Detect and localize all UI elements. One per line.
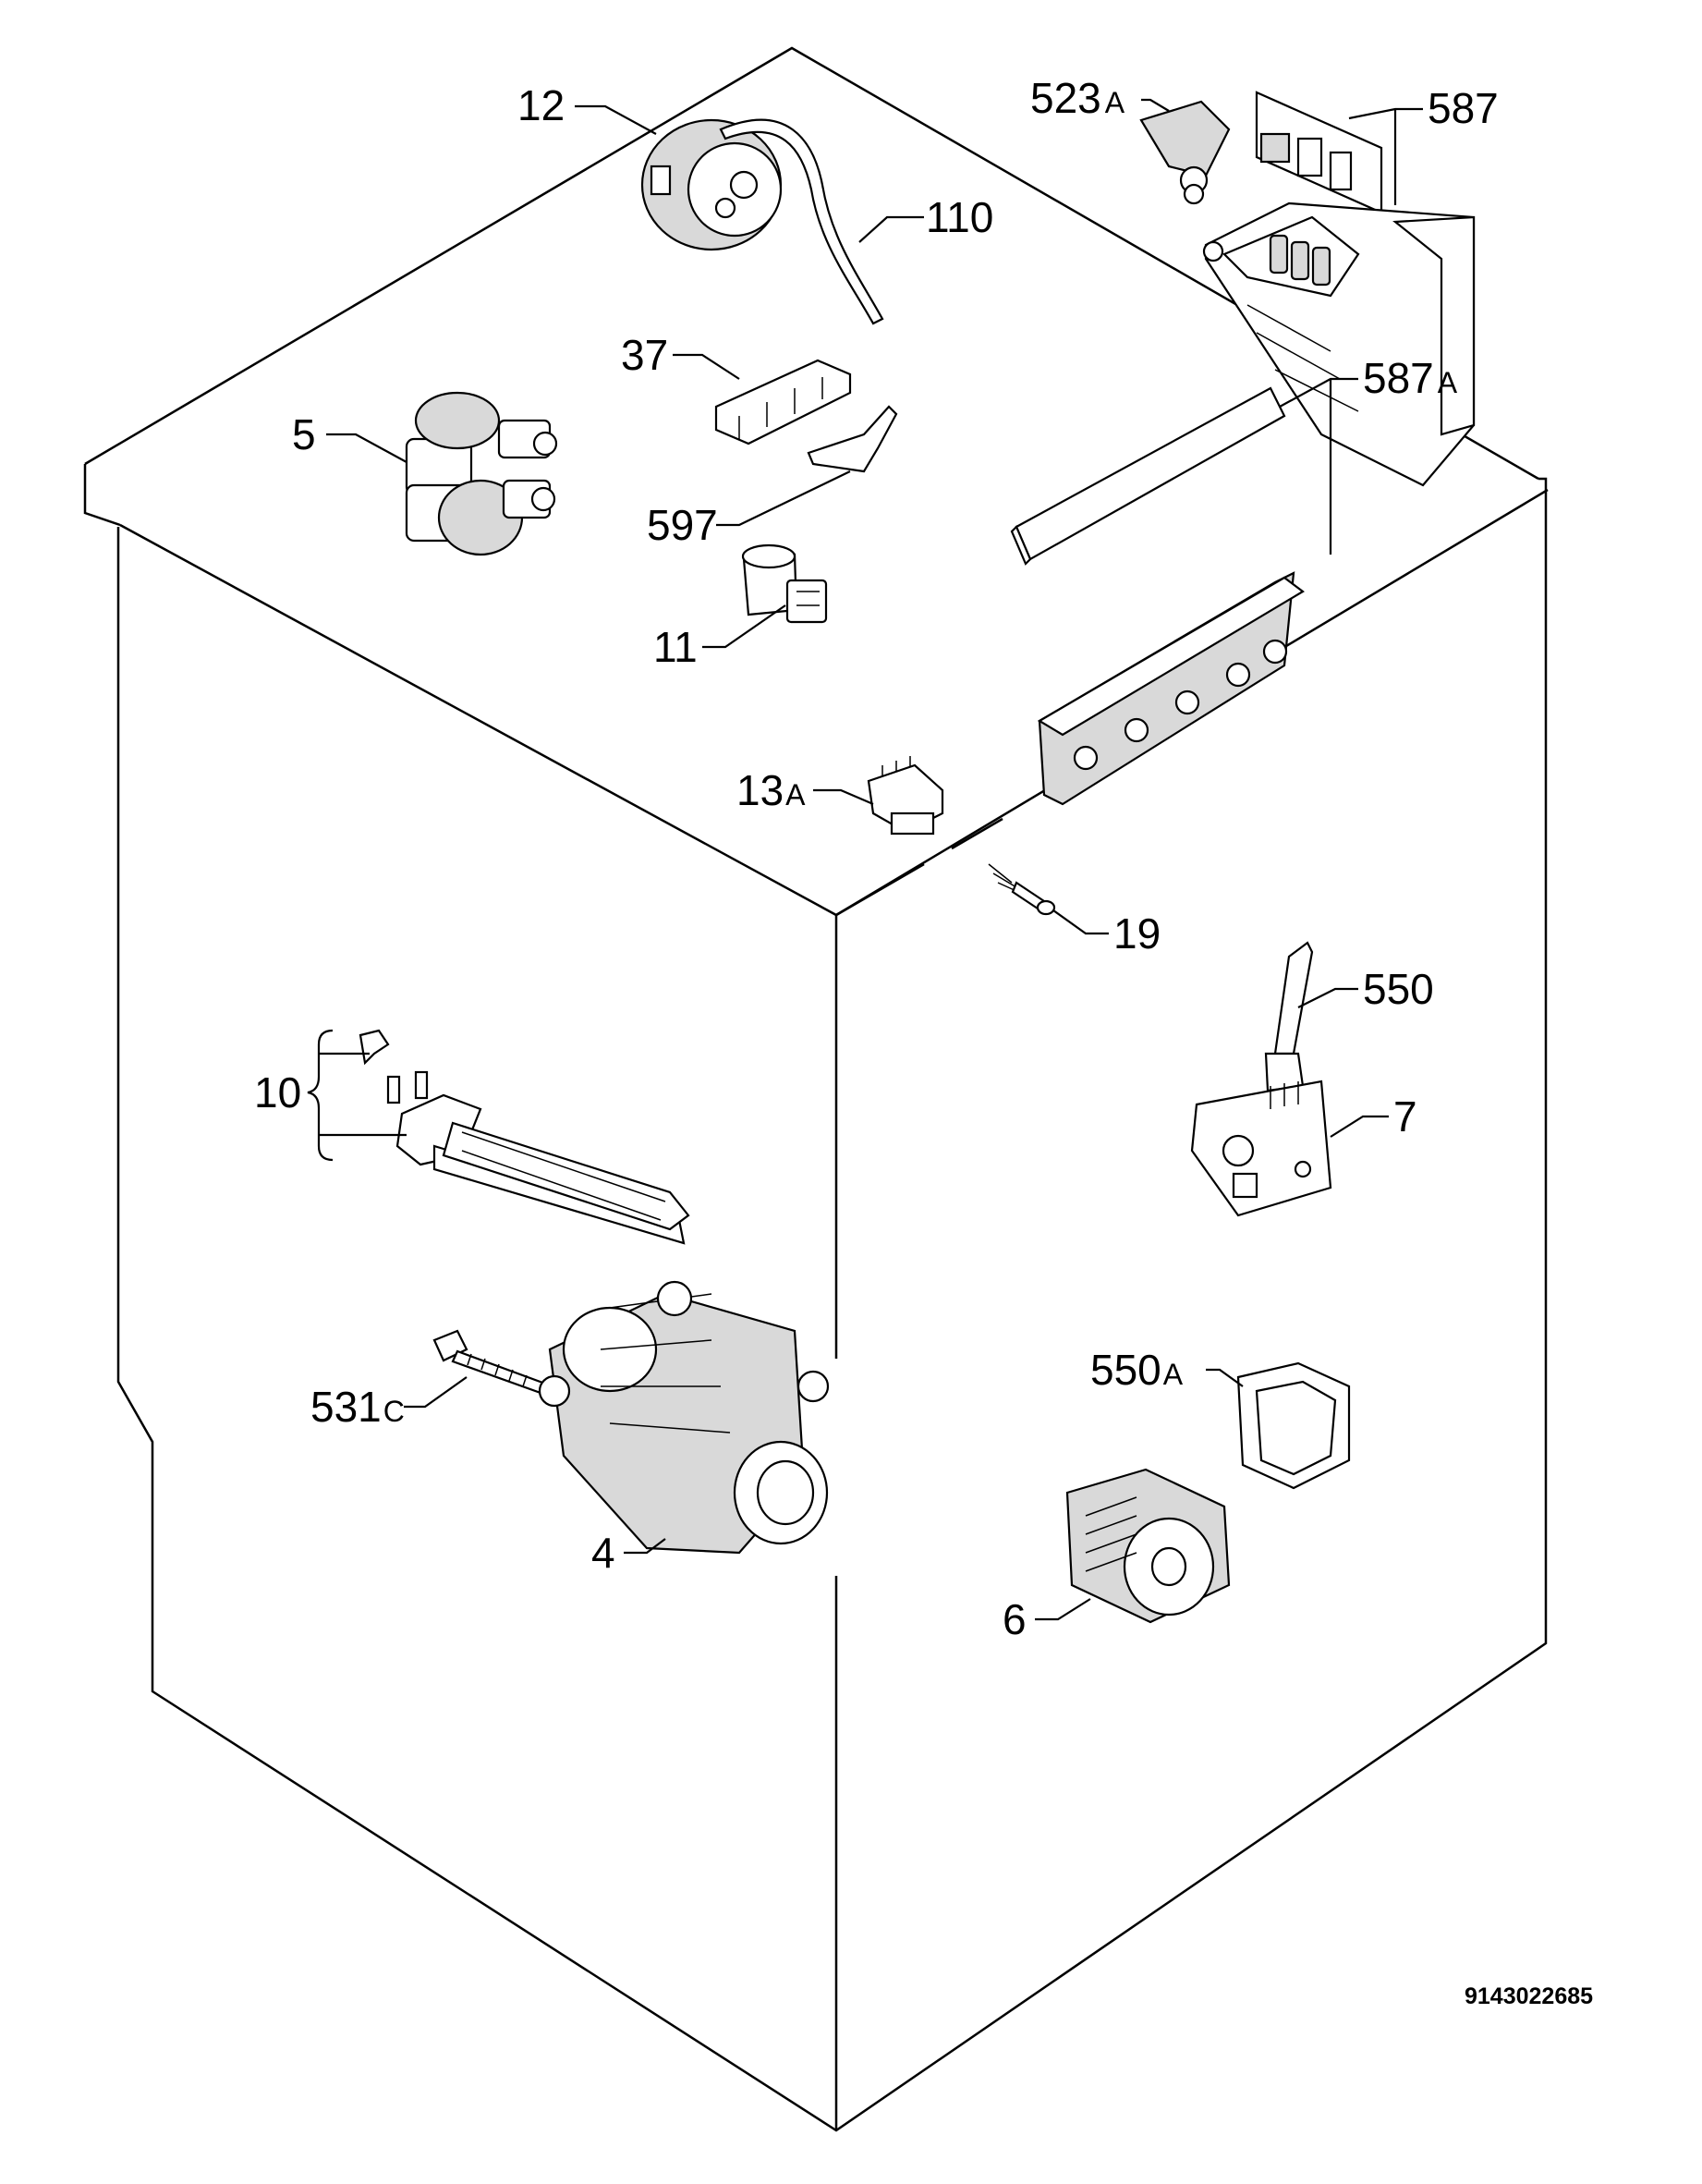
cover-part-550a bbox=[1236, 1361, 1351, 1490]
pump-part-4 bbox=[538, 1280, 830, 1555]
label-531c: 531C bbox=[310, 1383, 405, 1431]
clip-part-597 bbox=[807, 405, 898, 473]
label-7: 7 bbox=[1393, 1092, 1417, 1141]
label-11: 11 bbox=[653, 623, 698, 671]
label-6: 6 bbox=[1003, 1595, 1027, 1643]
drain-pump-part-6 bbox=[1065, 1468, 1231, 1624]
label-12: 12 bbox=[517, 81, 565, 129]
ui-board-part-587a bbox=[1010, 386, 1305, 806]
leader-lines bbox=[307, 98, 1423, 1621]
document-number: 9143022685 bbox=[1465, 1983, 1593, 2009]
label-37: 37 bbox=[621, 331, 668, 379]
hose-part-110 bbox=[719, 118, 884, 325]
heating-element-part-10 bbox=[359, 1029, 690, 1245]
suppressor-part-11 bbox=[741, 543, 828, 624]
label-550: 550 bbox=[1363, 965, 1434, 1013]
label-10: 10 bbox=[254, 1068, 301, 1116]
terminal-block-part-37 bbox=[714, 359, 852, 445]
label-587: 587 bbox=[1428, 84, 1499, 132]
screw-part-531c bbox=[432, 1329, 547, 1395]
door-lock-part-7 bbox=[1190, 1080, 1332, 1217]
label-4: 4 bbox=[591, 1529, 615, 1577]
pressure-switch-part-12 bbox=[640, 118, 783, 251]
control-board-part-587 bbox=[1202, 91, 1476, 487]
label-597: 597 bbox=[647, 501, 718, 549]
label-13a: 13A bbox=[736, 766, 806, 814]
button-part-523a bbox=[1139, 100, 1231, 205]
label-19: 19 bbox=[1113, 909, 1161, 958]
connector-part-13a bbox=[867, 756, 944, 836]
label-5: 5 bbox=[292, 410, 316, 458]
label-550a: 550A bbox=[1090, 1346, 1184, 1394]
lever-part-550 bbox=[1264, 941, 1314, 1092]
sensor-part-19 bbox=[988, 863, 1056, 916]
label-110: 110 bbox=[926, 193, 993, 241]
inlet-valve-part-5 bbox=[405, 391, 558, 556]
